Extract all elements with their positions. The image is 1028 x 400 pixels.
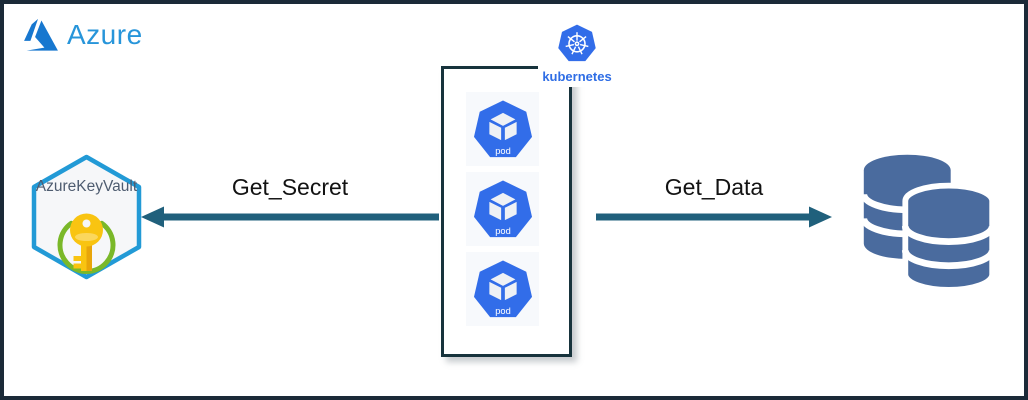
get-secret-arrow-left-icon bbox=[141, 206, 439, 228]
azure-wordmark: Azure bbox=[67, 18, 143, 50]
pod-icon: pod bbox=[473, 100, 532, 158]
database-icon bbox=[860, 154, 996, 292]
helm-spokes bbox=[565, 32, 589, 55]
pod-icon: pod bbox=[473, 180, 532, 238]
pod-label: pod bbox=[495, 226, 511, 236]
get-data-label: Get_Data bbox=[664, 174, 764, 200]
keyvault-label: AzureKeyVault bbox=[36, 178, 138, 195]
get-secret-label: Get_Secret bbox=[231, 174, 349, 200]
green-arc-icon bbox=[57, 220, 116, 274]
pod-tile: pod bbox=[466, 252, 539, 326]
kubernetes-cluster-box: pod pod pod bbox=[441, 66, 572, 357]
pod-tile: pod bbox=[466, 172, 539, 246]
key-icon bbox=[57, 213, 116, 274]
pod-label: pod bbox=[495, 146, 511, 156]
kubernetes-header: kubernetes bbox=[538, 23, 616, 87]
pod-tile: pod bbox=[466, 92, 539, 166]
azure-logo: Azure bbox=[24, 18, 143, 51]
db-front-cylinder bbox=[901, 182, 996, 292]
pod-icon: pod bbox=[473, 260, 532, 318]
azure-logo-icon bbox=[24, 18, 58, 51]
kubernetes-icon bbox=[558, 24, 596, 62]
get-data-arrow-right-icon bbox=[596, 206, 832, 228]
pod-label: pod bbox=[495, 306, 511, 316]
kubernetes-label: kubernetes bbox=[542, 69, 612, 84]
keyvault-node: AzureKeyVault bbox=[31, 154, 142, 280]
